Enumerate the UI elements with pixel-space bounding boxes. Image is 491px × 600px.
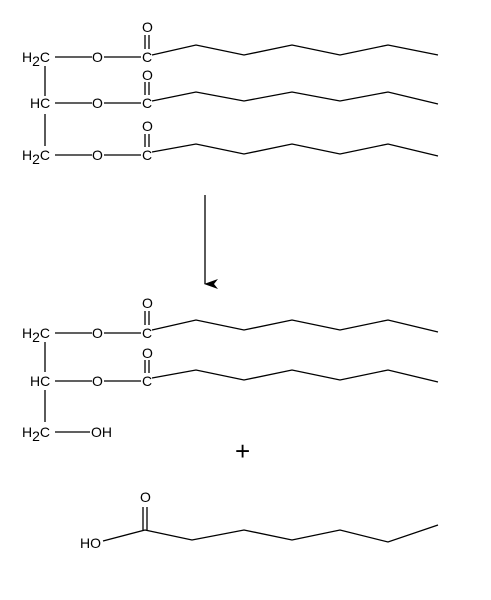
- ch-label: HC: [30, 373, 50, 389]
- hydroxyl-label: HO: [80, 535, 101, 551]
- fatty-acid-chain: [151, 369, 439, 383]
- fatty-acid-chain: [151, 143, 439, 157]
- fatty-acid-chain: [144, 524, 439, 543]
- ester-row-2: HC O C O: [30, 345, 439, 389]
- ester-oxygen-label: O: [92, 49, 103, 65]
- ester-row-3: H2C O C O: [22, 118, 439, 167]
- carbonyl-carbon-label: C: [142, 325, 152, 341]
- fatty-acid-chain: [151, 91, 439, 105]
- ester-oxygen-label: O: [92, 147, 103, 163]
- carbonyl-oxygen-label: O: [142, 67, 153, 83]
- ester-row-1: H2C O C O: [22, 295, 439, 345]
- fatty-acid-chain: [151, 44, 439, 56]
- fatty-acid-chain: [151, 319, 439, 333]
- ch2-label: H2C: [22, 49, 50, 69]
- plus-sign: +: [235, 436, 250, 466]
- ester-oxygen-label: O: [92, 373, 103, 389]
- ch2-label: H2C: [22, 424, 50, 444]
- carbonyl-carbon-label: C: [142, 95, 152, 111]
- triglyceride-reactant: H2C O C O HC O C O H2C O: [22, 19, 439, 167]
- hydroxyl-label: OH: [91, 424, 112, 440]
- diglyceride-product: H2C O C O HC O C O H2C OH: [22, 295, 439, 444]
- carbonyl-carbon-label: C: [142, 147, 152, 163]
- ester-oxygen-label: O: [92, 325, 103, 341]
- carbonyl-oxygen-label: O: [140, 489, 151, 505]
- carbonyl-oxygen-label: O: [142, 118, 153, 134]
- carbonyl-oxygen-label: O: [142, 19, 153, 35]
- carbonyl-oxygen-label: O: [142, 295, 153, 311]
- fatty-acid-product: HO O: [80, 489, 439, 551]
- ester-oxygen-label: O: [92, 95, 103, 111]
- ho-c-bond: [102, 529, 146, 542]
- ch2-label: H2C: [22, 147, 50, 167]
- ester-row-2: HC O C O: [30, 67, 439, 111]
- carbonyl-carbon-label: C: [142, 373, 152, 389]
- ester-row-1: H2C O C O: [22, 19, 439, 69]
- hydroxyl-row: H2C OH: [22, 424, 112, 444]
- carbonyl-oxygen-label: O: [142, 345, 153, 361]
- carbonyl-carbon-label: C: [142, 49, 152, 65]
- ch2-label: H2C: [22, 325, 50, 345]
- ch-label: HC: [30, 95, 50, 111]
